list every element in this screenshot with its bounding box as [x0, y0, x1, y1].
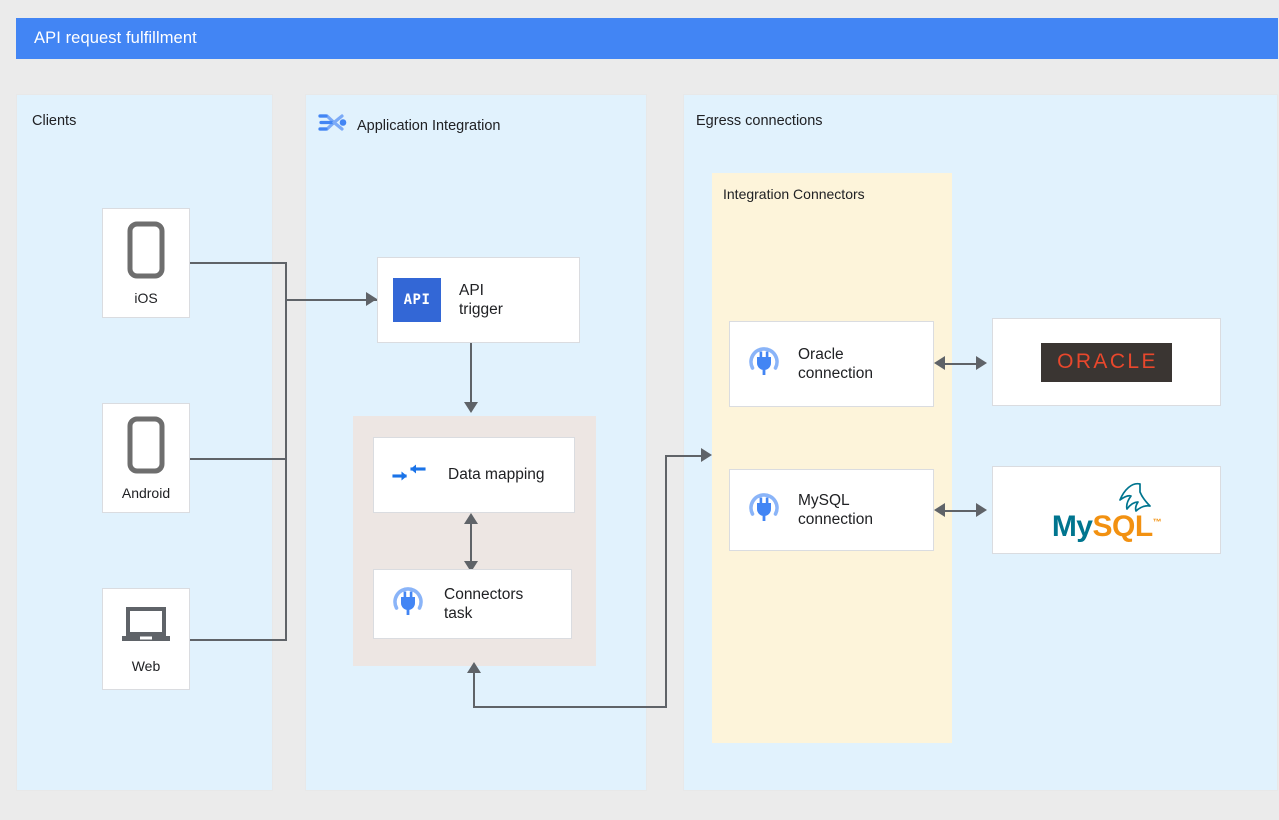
node-mysql-connection-label: MySQL connection [798, 491, 873, 528]
line-mysql-connection-to-backend [944, 510, 984, 512]
connector-plug-icon [390, 584, 426, 625]
line-return-into-tasks [473, 672, 475, 707]
client-card-android[interactable]: Android [102, 403, 190, 513]
mysql-trademark: ™ [1152, 517, 1162, 527]
line-api-trigger-to-data-mapping [470, 343, 472, 405]
line-to-integration-connectors [665, 455, 707, 457]
line-data-mapping-connectors-task [470, 519, 472, 566]
node-mysql-connection[interactable]: MySQL connection [729, 469, 934, 551]
line-oracle-connection-to-backend [944, 363, 984, 365]
mysql-wordmark: MySQL™ [1051, 510, 1162, 543]
panel-egress-label: Egress connections [696, 113, 823, 129]
arrowhead-to-integration-connectors [701, 448, 712, 462]
node-api-trigger[interactable]: API API trigger [377, 257, 580, 343]
line-return-vertical [665, 455, 667, 707]
line-ios-to-bus [190, 262, 286, 264]
arrowhead-return-to-tasks [467, 662, 481, 673]
arrowhead-up-data-mapping [464, 513, 478, 524]
mysql-logo: MySQL™ [1051, 478, 1162, 543]
mysql-text-my: My [1051, 510, 1093, 543]
diagram-header: API request fulfillment [16, 18, 1278, 59]
arrowhead-down-connectors-task [464, 561, 478, 572]
client-label-ios: iOS [134, 289, 158, 306]
client-card-web[interactable]: Web [102, 588, 190, 690]
arrowhead-to-api-trigger [366, 292, 377, 306]
arrowhead-left-mysql [934, 503, 945, 517]
line-bus-to-api-trigger [285, 299, 379, 301]
panel-application-integration-label: Application Integration [357, 117, 501, 134]
backend-oracle[interactable]: ORACLE [992, 318, 1221, 406]
node-connectors-task[interactable]: Connectors task [373, 569, 572, 639]
arrowhead-left-oracle [934, 356, 945, 370]
panel-integration-connectors-label: Integration Connectors [723, 186, 865, 202]
client-label-web: Web [131, 657, 161, 674]
mobile-phone-icon [126, 416, 166, 479]
node-oracle-connection-label: Oracle connection [798, 345, 873, 382]
node-data-mapping-label: Data mapping [448, 466, 545, 484]
client-label-android: Android [121, 484, 171, 501]
line-client-bus-vertical [285, 262, 287, 641]
node-connectors-task-label: Connectors task [444, 585, 524, 622]
page-title: API request fulfillment [34, 29, 197, 47]
node-data-mapping[interactable]: Data mapping [373, 437, 575, 513]
api-badge-icon: API [393, 278, 441, 322]
arrowhead-right-oracle [976, 356, 987, 370]
line-web-to-bus [190, 639, 286, 641]
arrowhead-to-data-mapping [464, 402, 478, 413]
line-return-horizontal [473, 706, 667, 708]
client-card-ios[interactable]: iOS [102, 208, 190, 318]
line-android-to-bus [190, 458, 286, 460]
panel-clients-label: Clients [32, 113, 77, 129]
mysql-dolphin-icon [1119, 482, 1152, 512]
node-oracle-connection[interactable]: Oracle connection [729, 321, 934, 407]
oracle-logo: ORACLE [1041, 342, 1172, 382]
application-integration-icon [317, 110, 347, 141]
data-mapping-icon [392, 460, 426, 491]
laptop-icon [120, 605, 172, 652]
mysql-text-sql: SQL [1092, 510, 1154, 543]
panel-application-integration-title: Application Integration [317, 110, 501, 141]
mobile-phone-icon [126, 221, 166, 284]
arrowhead-right-mysql [976, 503, 987, 517]
node-api-trigger-label: API trigger [459, 281, 503, 318]
connector-plug-icon [746, 490, 782, 531]
panel-integration-connectors [712, 173, 952, 743]
connector-plug-icon [746, 344, 782, 385]
backend-mysql[interactable]: MySQL™ [992, 466, 1221, 554]
